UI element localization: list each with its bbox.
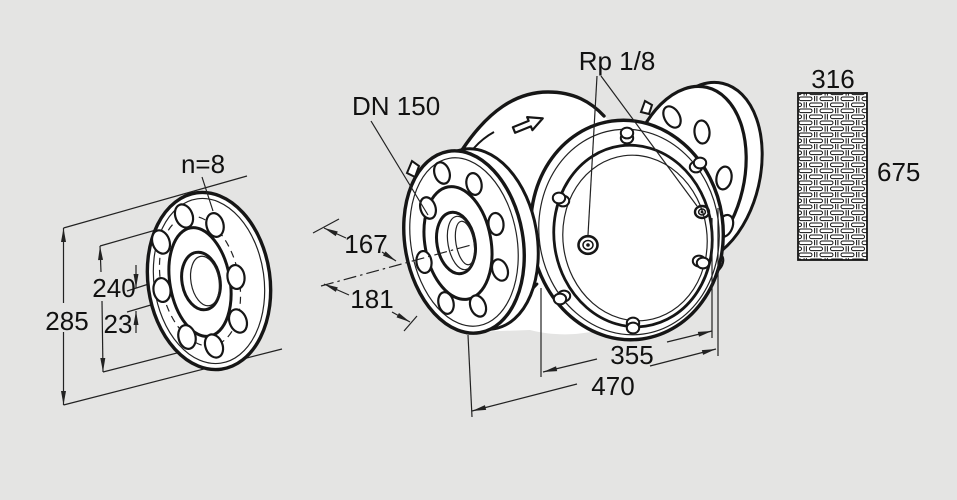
bolt [625,316,641,335]
bolt [688,156,708,174]
flange-front-view: 285 240 23 n=8 [45,149,283,406]
dimension-label-face-to-face: 470 [591,371,634,401]
dimension-285: 285 [45,228,89,405]
right-flange-lug [639,99,654,116]
center-tap-plug [577,234,599,256]
bolt-count-label: n=8 [181,149,225,179]
side-tap-plug [693,204,711,220]
mesh-screen-symbol: 316 675 [797,64,920,261]
mesh-rectangle [797,92,868,261]
dimension-label-outer-diameter: 285 [45,306,88,336]
bolt [691,254,711,270]
dimension-label-bolt-circle: 240 [92,273,135,303]
bolt [552,289,572,306]
valve-isometric-view: DN 150 Rp 1/8 167 181 355 [312,46,764,418]
dimension-23: 23 [104,265,139,339]
dimension-355: 355 [540,218,713,377]
flange-bolt-holes [150,203,249,359]
dimension-label-above-axis: 167 [344,229,387,259]
mesh-width-label: 316 [811,64,854,94]
pipe-centerline [320,244,472,287]
dn150-callout: DN 150 [352,91,440,216]
mesh-height-label: 675 [877,157,920,187]
dimension-label-hole-diameter: 23 [104,309,133,339]
bolt-count-callout: n=8 [181,149,225,212]
dimension-label-body-length: 355 [610,340,653,370]
rp18-callout: Rp 1/8 [579,46,698,236]
bonnet-cover [529,118,725,342]
dimension-470: 470 [467,208,719,418]
inlet-flange-bolt-holes [415,161,510,318]
flow-direction-arrow-icon [511,116,544,134]
inlet-flange [402,147,540,335]
neck-groove [473,131,495,149]
dimension-167: 167 [312,218,397,262]
bolt [551,191,571,208]
bolt [619,126,635,145]
dimension-label-below-axis: 181 [350,284,393,314]
pressure-tap-label: Rp 1/8 [579,46,656,76]
flange-size-label: DN 150 [352,91,440,121]
dimension-240: 240 [92,245,136,373]
dimension-181: 181 [323,283,418,332]
bonnet-bolts [551,126,711,335]
